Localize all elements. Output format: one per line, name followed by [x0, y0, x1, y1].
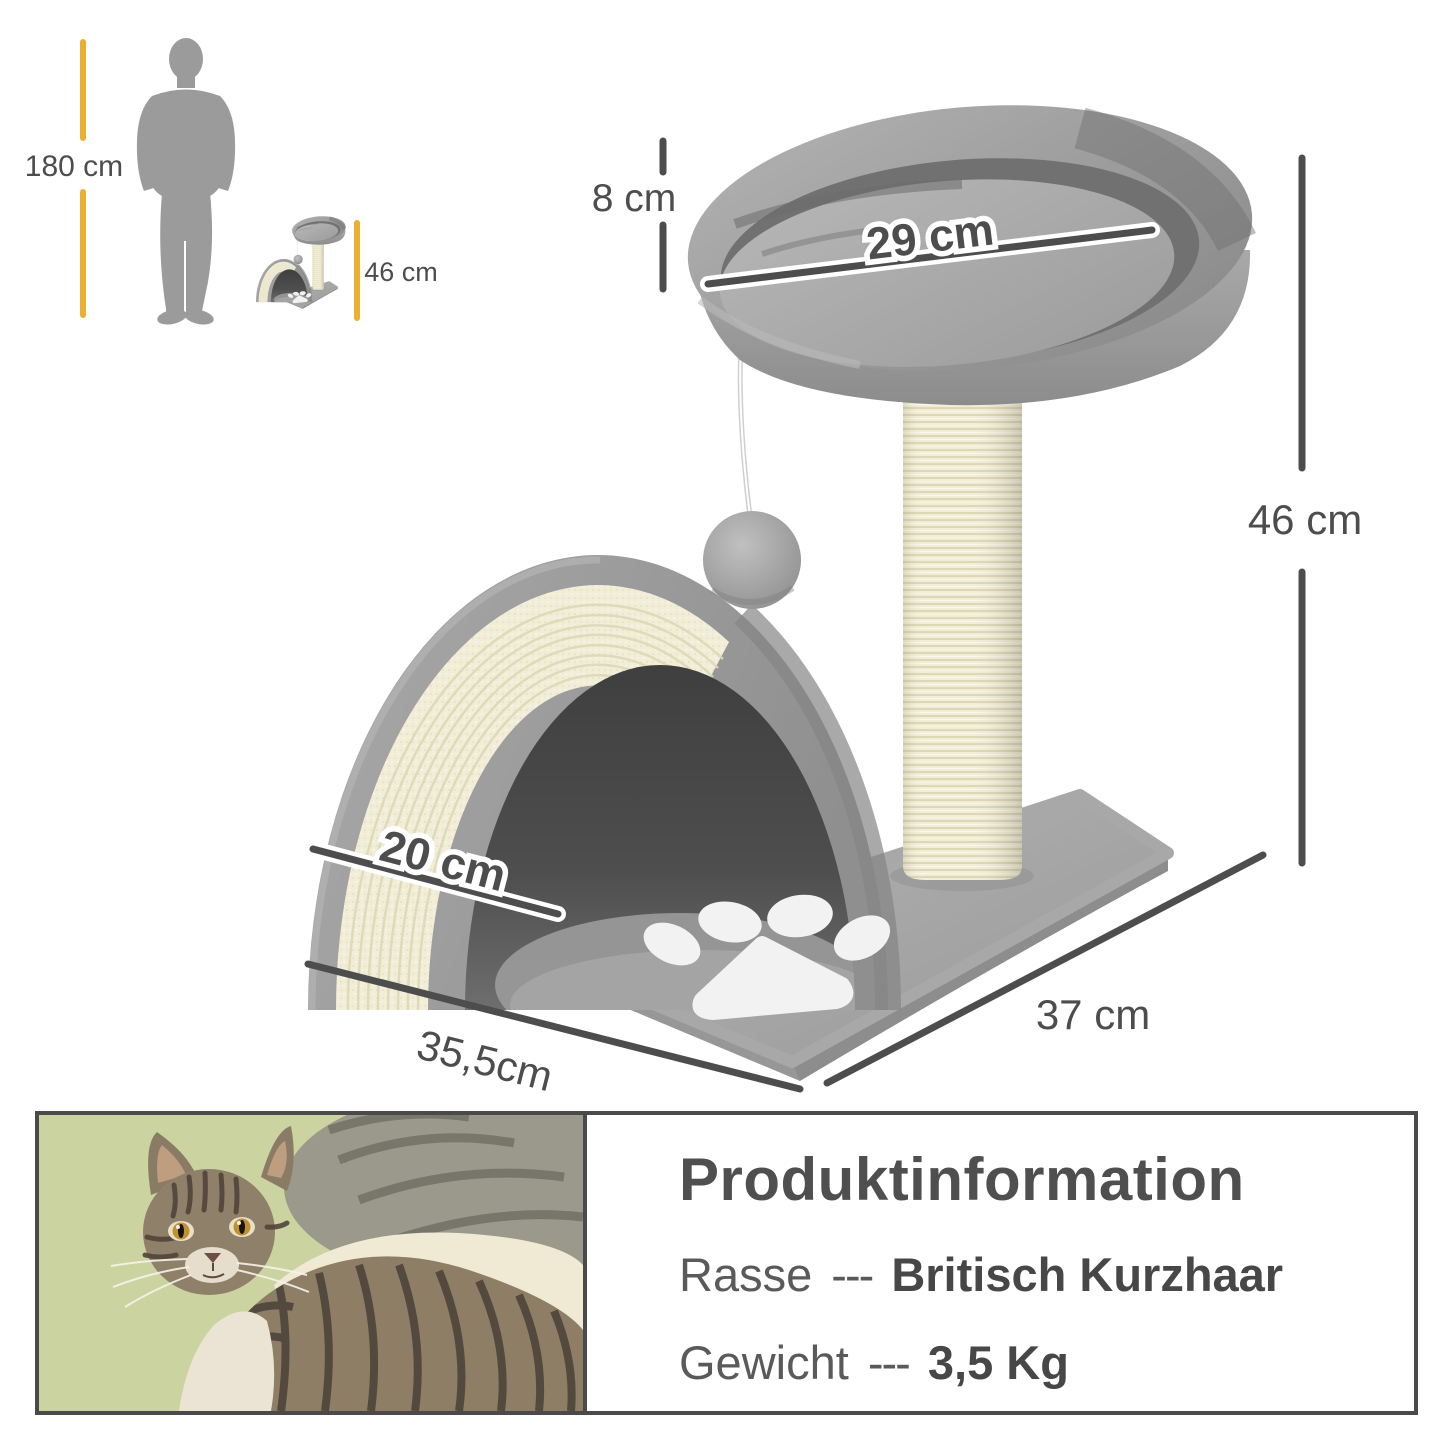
breed-label: Rasse	[679, 1248, 813, 1301]
scratching-post	[890, 358, 1034, 891]
mini-cat-tree	[256, 214, 347, 309]
hanging-toy	[703, 344, 801, 609]
spec-row-weight: Gewicht --- 3,5 Kg	[679, 1335, 1404, 1390]
weight-value: 3,5 Kg	[927, 1336, 1069, 1389]
cat-body	[204, 1256, 583, 1411]
cat-photo-image	[39, 1115, 583, 1411]
human-height-label: 180 cm	[25, 150, 123, 183]
weight-label: Gewicht	[679, 1336, 849, 1389]
breed-value: Britisch Kurzhaar	[891, 1248, 1284, 1301]
spec-row-breed: Rasse --- Britisch Kurzhaar	[679, 1247, 1404, 1302]
paw-print-icon	[643, 894, 891, 1020]
base-width-label: 37 cm	[1036, 991, 1150, 1038]
cat-head	[110, 1126, 310, 1308]
total-height-label: 46 cm	[1248, 496, 1362, 543]
weight-separator: ---	[867, 1336, 911, 1389]
cat-chest	[179, 1311, 275, 1411]
dimension-total-height: 46 cm	[1248, 154, 1362, 867]
plush-ball	[703, 511, 801, 609]
rim-height-label: 8 cm	[592, 177, 677, 220]
cat-whiskers	[110, 1258, 310, 1308]
product-info-panel: Produktinformation Rasse --- Britisch Ku…	[35, 1111, 1418, 1415]
breed-separator: ---	[831, 1248, 874, 1301]
cat-photo	[39, 1115, 583, 1411]
mini-tree-height-label: 46 cm	[364, 257, 438, 287]
dimension-rim-height: 8 cm	[592, 137, 677, 293]
product-info-title: Produktinformation	[679, 1146, 1245, 1213]
dimension-mini-tree-height: 46 cm	[354, 220, 438, 321]
dimension-base-width: 37 cm	[823, 851, 1267, 1087]
product-info-text: Produktinformation Rasse --- Britisch Ku…	[583, 1115, 1414, 1411]
base-depth-label: 35,5cm	[412, 1021, 557, 1101]
bed-seat	[719, 179, 1175, 367]
cat-eyes	[168, 1217, 255, 1241]
human-silhouette-icon	[136, 38, 236, 325]
cat-tree-illustration	[308, 105, 1256, 1081]
dimension-human-height: 180 cm	[25, 39, 123, 318]
